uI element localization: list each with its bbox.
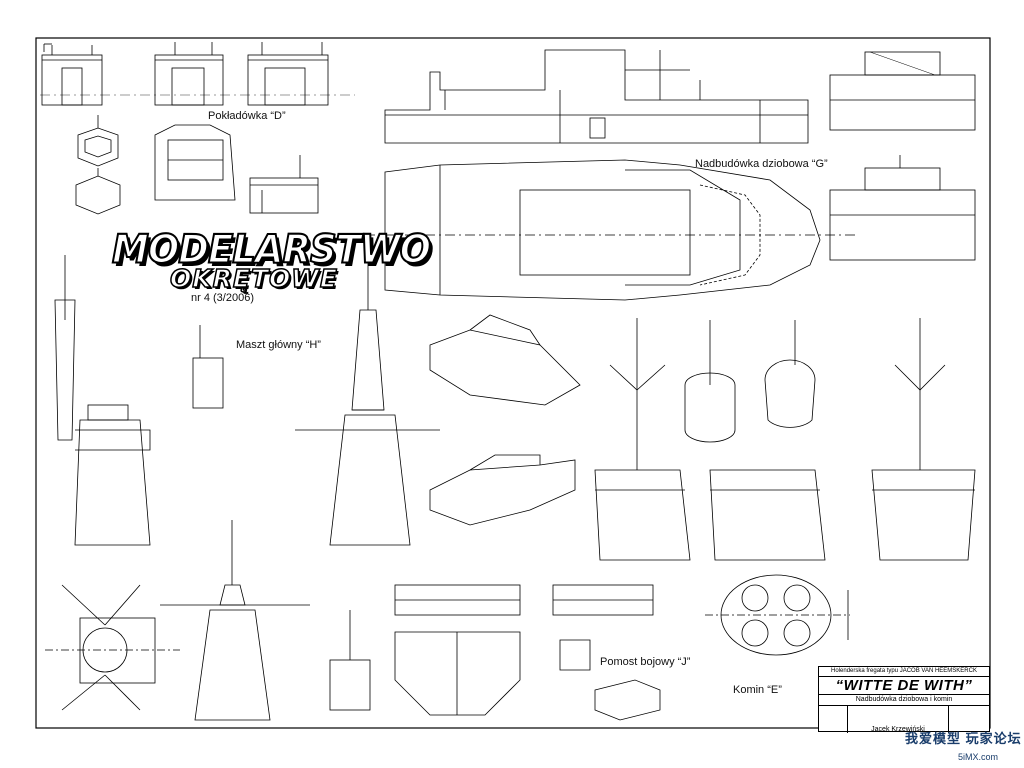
fighting-platform-views [394,584,661,721]
end-views-right [829,51,976,261]
author-name: Jacek Krzewiński [871,726,925,733]
ship-name: “WITTE DE WITH” [819,677,989,695]
funnel-label: Komin “E” [733,684,782,696]
deckhouse-d-label: Pokładówka “D” [208,110,286,122]
funnel-and-masts [594,318,976,656]
author-cell: Jacek Krzewiński [848,706,949,733]
watermark-text: 我爱模型 玩家论坛 [905,731,1022,746]
title-block-subtitle: Holenderska fregata typu JACOB VAN HEEMS… [819,667,989,677]
forward-superstructure-plan [345,159,855,301]
forward-superstructure-label: Nadbudówka dziobowa “G” [695,158,828,170]
magazine-title: MODELARSTWO [111,226,432,273]
deckhouse-d-views [41,42,329,215]
main-mast-views [45,255,440,721]
watermark-url: 5iMX.com [958,752,999,762]
title-block-info-row: Jacek Krzewiński [819,706,989,733]
magazine-subtitle: OKRĘTOWE [169,263,338,294]
title-block: Holenderska fregata typu JACOB VAN HEEMS… [818,666,990,733]
sheet-title: Nadbudówka dziobowa i komin [819,695,989,706]
isometric-views [429,314,581,526]
fighting-platform-label: Pomost bojowy “J” [600,656,691,668]
title-block-cell [819,706,848,733]
issue-number: nr 4 (3/2006) [191,292,254,304]
main-mast-label: Maszt główny “H” [236,339,321,351]
forward-superstructure-side [384,49,809,144]
